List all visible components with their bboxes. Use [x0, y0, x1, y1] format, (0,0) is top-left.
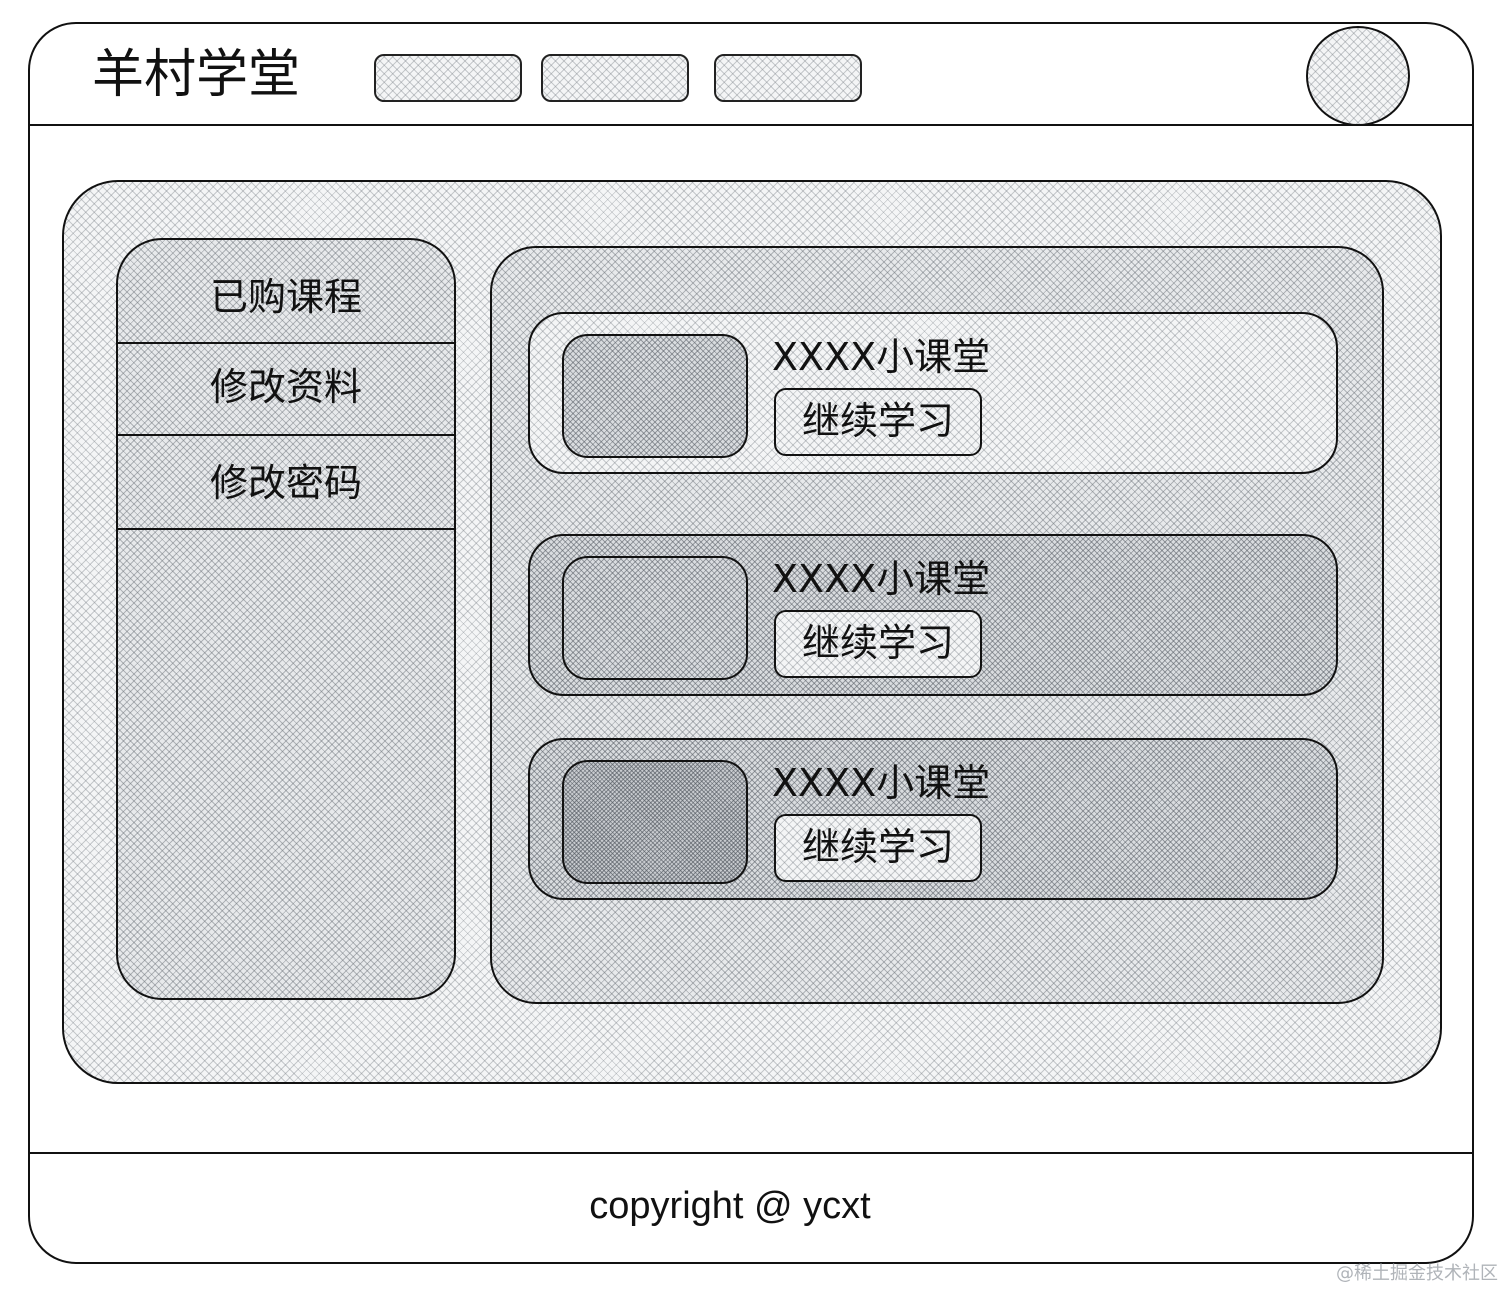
continue-learning-button[interactable]: 继续学习	[774, 388, 982, 456]
course-title: XXXX小课堂	[772, 335, 991, 379]
sidebar-divider	[118, 434, 454, 436]
course-title: XXXX小课堂	[772, 557, 991, 601]
course-thumbnail[interactable]	[562, 334, 748, 458]
sidebar-item-edit-profile[interactable]: 修改资料	[209, 365, 362, 409]
nav-tab-2[interactable]	[541, 54, 689, 102]
watermark: @稀土掘金技术社区	[1336, 1263, 1498, 1284]
course-thumbnail[interactable]	[562, 760, 748, 884]
course-card: XXXX小课堂 继续学习	[528, 312, 1338, 474]
nav-tab-1[interactable]	[374, 54, 522, 102]
continue-learning-button[interactable]: 继续学习	[774, 610, 982, 678]
course-thumbnail[interactable]	[562, 556, 748, 680]
user-avatar-icon[interactable]	[1306, 26, 1410, 126]
sidebar-item-purchased-courses[interactable]: 已购课程	[209, 275, 362, 319]
footer-divider	[30, 1152, 1474, 1154]
header-divider	[30, 124, 1474, 126]
course-card: XXXX小课堂 继续学习	[528, 738, 1338, 900]
sidebar-divider	[118, 342, 454, 344]
sidebar-divider	[118, 528, 454, 530]
site-logo[interactable]: 羊村学堂	[92, 45, 301, 105]
course-title: XXXX小课堂	[772, 761, 991, 805]
course-card: XXXX小课堂 继续学习	[528, 534, 1338, 696]
footer-copyright: copyright @ ycxt	[589, 1185, 871, 1227]
sidebar-menu: 已购课程 修改资料 修改密码	[116, 238, 456, 1000]
continue-learning-button[interactable]: 继续学习	[774, 814, 982, 882]
nav-tab-3[interactable]	[714, 54, 862, 102]
sidebar-item-change-password[interactable]: 修改密码	[209, 461, 362, 505]
